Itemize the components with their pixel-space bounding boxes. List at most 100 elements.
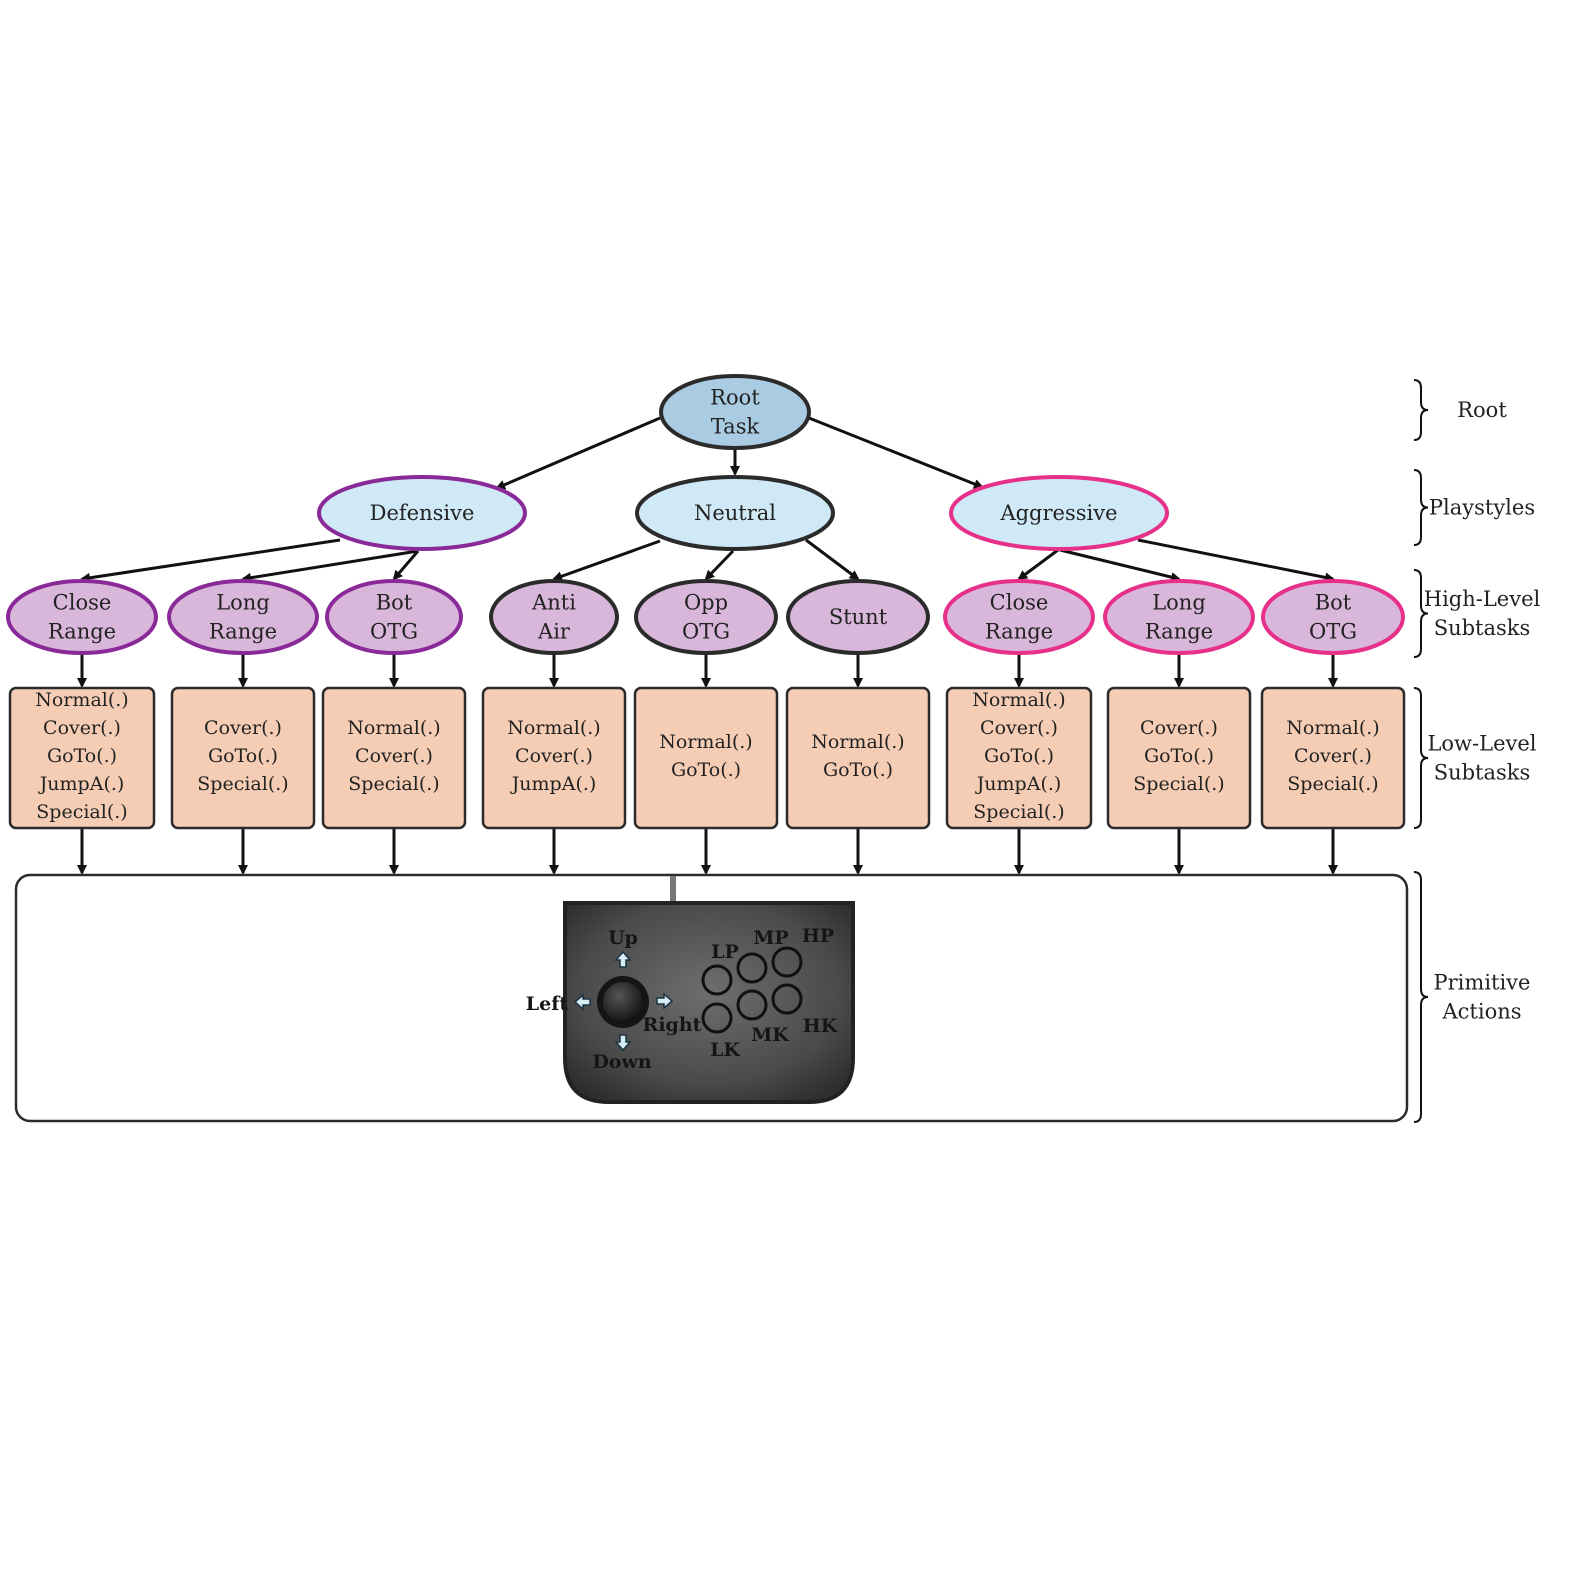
- button-label-hp: HP: [802, 925, 834, 947]
- button-hp: [771, 946, 803, 978]
- low-level-subtask-box: Normal(.) Cover(.) JumpA(.): [481, 686, 627, 830]
- low-level-action: Cover(.): [204, 717, 282, 739]
- playstyle-ellipse: [949, 475, 1169, 551]
- low-level-rect: [321, 686, 467, 830]
- low-level-action: Normal(.): [811, 731, 904, 753]
- low-level-action: GoTo(.): [47, 745, 117, 767]
- subtask-ellipse: [634, 579, 778, 655]
- button-lp: [701, 964, 733, 996]
- edge-playstyle-subtask: [704, 549, 735, 581]
- playstyle-label: Defensive: [370, 501, 475, 525]
- root-task-label: Task: [711, 415, 760, 439]
- edge-playstyle-subtask: [1137, 538, 1335, 583]
- button-label-hk: HK: [803, 1015, 839, 1037]
- playstyle-aggressive: Aggressive: [949, 475, 1169, 551]
- level-label: Root: [1457, 398, 1507, 422]
- low-level-action: GoTo(.): [984, 745, 1054, 767]
- low-level-action: Cover(.): [980, 717, 1058, 739]
- joystick-ball: [603, 982, 643, 1022]
- low-level-action: Cover(.): [515, 745, 593, 767]
- subtask-label: Opp: [684, 591, 728, 615]
- low-level-action: Normal(.): [659, 731, 752, 753]
- level-brace: [1413, 379, 1429, 441]
- subtask-label: Range: [209, 620, 277, 644]
- level-root: Root: [1413, 379, 1507, 441]
- subtask-ellipse: [786, 579, 930, 655]
- up-arrow-icon-shape: [614, 950, 632, 968]
- edge-playstyle-subtask: [552, 539, 661, 582]
- low-level-action: JumpA(.): [975, 773, 1062, 795]
- controller-body: [563, 901, 855, 1104]
- playstyle-ellipse: [317, 475, 527, 551]
- low-level-rect: [1106, 686, 1252, 830]
- playstyle-defensive: Defensive: [317, 475, 527, 551]
- low-level-action: Normal(.): [507, 717, 600, 739]
- subtask-label: Stunt: [829, 605, 888, 629]
- left-arrow-icon: [573, 993, 591, 1011]
- low-level-action: Special(.): [197, 773, 288, 795]
- root-task-label: Root: [710, 386, 760, 410]
- level-label: Subtasks: [1434, 761, 1531, 785]
- button-mk: [736, 989, 768, 1021]
- subtask-ellipse: [167, 579, 319, 655]
- right-arrow-icon-shape: [656, 992, 674, 1010]
- playstyle-label: Aggressive: [999, 501, 1117, 525]
- subtask-label: Range: [985, 620, 1053, 644]
- low-level-rect: [8, 686, 156, 830]
- button-label-lk: LK: [710, 1039, 741, 1061]
- edge-root-aggressive: [808, 416, 984, 489]
- button-label-lp: LP: [711, 941, 739, 963]
- low-level-subtask-box: Normal(.)Cover(.)GoTo(.)JumpA(.)Special(…: [945, 686, 1093, 830]
- low-level-action: GoTo(.): [823, 759, 893, 781]
- low-level-action: Special(.): [1133, 773, 1224, 795]
- level-label: Primitive: [1434, 971, 1531, 995]
- playstyle-neutral: Neutral: [635, 475, 835, 551]
- low-level-rect: [945, 686, 1093, 830]
- subtask-label: Bot: [376, 591, 413, 615]
- low-level-action: JumpA(.): [510, 773, 597, 795]
- level-brace: [1413, 469, 1429, 546]
- right-arrow-icon: [656, 992, 674, 1010]
- edges-layer: [77, 416, 1338, 875]
- subtask-label: OTG: [682, 620, 730, 644]
- level-label: High-Level: [1424, 587, 1541, 611]
- subtask-label: Close: [53, 591, 112, 615]
- low-level-action: GoTo(.): [1144, 745, 1214, 767]
- high-level-subtask: Stunt: [786, 579, 930, 655]
- playstyle-ellipse: [635, 475, 835, 551]
- level-brace: [1413, 569, 1429, 658]
- low-level-action: Special(.): [973, 801, 1064, 823]
- down-arrow-icon-shape: [614, 1034, 632, 1052]
- direction-label-right: Right: [643, 1014, 702, 1036]
- up-arrow-icon: [614, 950, 632, 968]
- level-brace: [1413, 687, 1429, 829]
- low-level-action: Normal(.): [347, 717, 440, 739]
- level-label: Actions: [1441, 1000, 1521, 1024]
- low-level-action: Special(.): [36, 801, 127, 823]
- button-hk: [771, 983, 803, 1015]
- subtask-ellipse: [325, 579, 463, 655]
- level-label: Playstyles: [1429, 496, 1535, 520]
- edge-playstyle-subtask: [805, 538, 860, 581]
- button-label-mk: MK: [751, 1024, 790, 1046]
- button-mp: [736, 952, 768, 984]
- edge-playstyle-subtask: [1017, 548, 1059, 581]
- low-level-action: Cover(.): [355, 745, 433, 767]
- button-lk: [701, 1002, 733, 1034]
- low-level-subtask-box: Cover(.)GoTo(.)Special(.): [1106, 686, 1252, 830]
- low-level-rect: [1260, 686, 1406, 830]
- level-label: Low-Level: [1427, 732, 1536, 756]
- button-label-mp: MP: [753, 927, 788, 949]
- low-level-action: Cover(.): [1294, 745, 1372, 767]
- low-level-subtask-box: Normal(.)Cover(.)Special(.): [1260, 686, 1406, 830]
- subtask-ellipse: [489, 579, 619, 655]
